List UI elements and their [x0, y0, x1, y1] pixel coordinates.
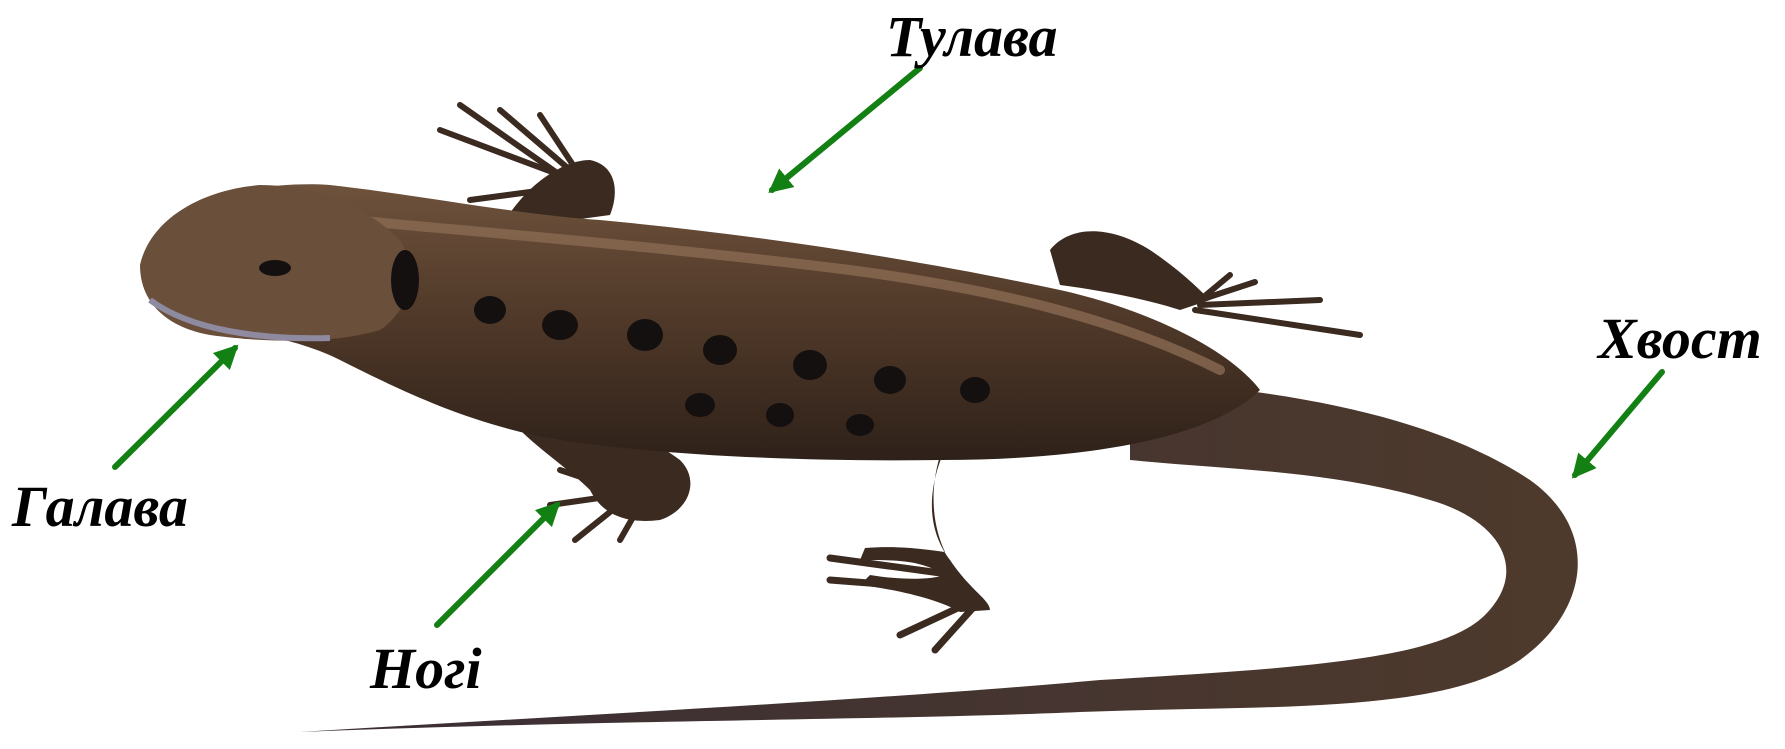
arrow-body: [772, 68, 920, 190]
label-tail: Хвост: [1598, 310, 1762, 368]
label-head: Галава: [12, 478, 188, 536]
arrow-head: [115, 348, 235, 467]
lizard-eye: [259, 260, 291, 276]
label-legs: Ногі: [370, 640, 482, 698]
arrow-legs: [437, 505, 557, 625]
arrow-tail: [1575, 372, 1662, 475]
label-body: Тулава: [886, 8, 1058, 66]
upper-rear-toes: [1195, 275, 1360, 335]
lizard-illustration: [140, 105, 1578, 732]
